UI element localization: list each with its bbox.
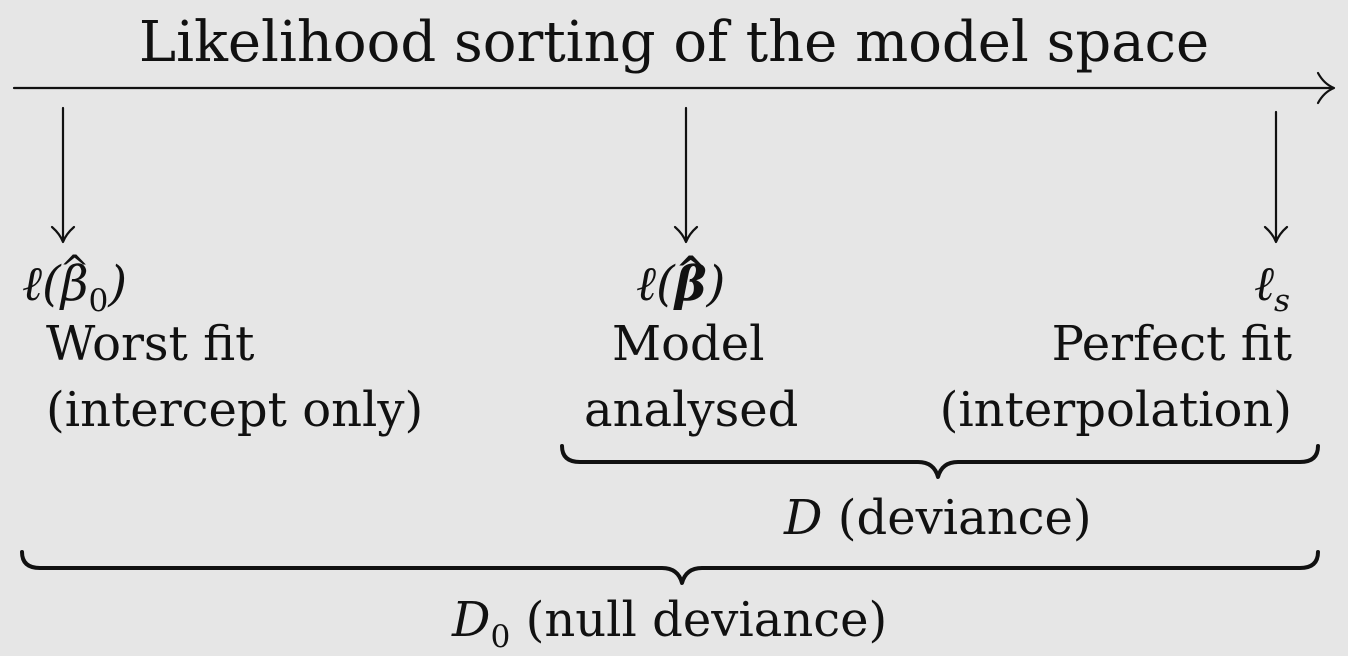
null-deviance-text: (null deviance) bbox=[525, 592, 888, 648]
deviance-brace bbox=[560, 444, 1320, 479]
loglik-intercept-only: ℓ(β0) bbox=[22, 256, 127, 317]
null-deviance-label: D0 (null deviance) bbox=[452, 592, 888, 653]
null-deviance-subscript: 0 bbox=[490, 618, 511, 655]
loglik-model: ℓ(β) bbox=[636, 256, 725, 312]
diagram-title: Likelihood sorting of the model space bbox=[138, 10, 1210, 75]
deviance-text: (deviance) bbox=[837, 490, 1092, 546]
arrow-worst-fit bbox=[50, 106, 76, 244]
interpolation-label: (interpolation) bbox=[939, 382, 1292, 438]
deviance-label: D (deviance) bbox=[784, 490, 1092, 546]
null-deviance-brace bbox=[20, 550, 1320, 585]
model-label: Model bbox=[612, 316, 765, 372]
deviance-symbol: D bbox=[784, 490, 823, 546]
null-deviance-symbol: D bbox=[452, 592, 491, 648]
intercept-only-label: (intercept only) bbox=[46, 382, 424, 438]
loglik-saturated: ℓs bbox=[1254, 256, 1291, 319]
arrow-perfect-fit bbox=[1263, 110, 1289, 244]
perfect-fit-label: Perfect fit bbox=[1051, 316, 1292, 372]
likelihood-axis-arrow bbox=[12, 71, 1336, 105]
worst-fit-label: Worst fit bbox=[46, 316, 255, 372]
analysed-label: analysed bbox=[584, 382, 799, 438]
arrow-model-analysed bbox=[673, 106, 699, 244]
